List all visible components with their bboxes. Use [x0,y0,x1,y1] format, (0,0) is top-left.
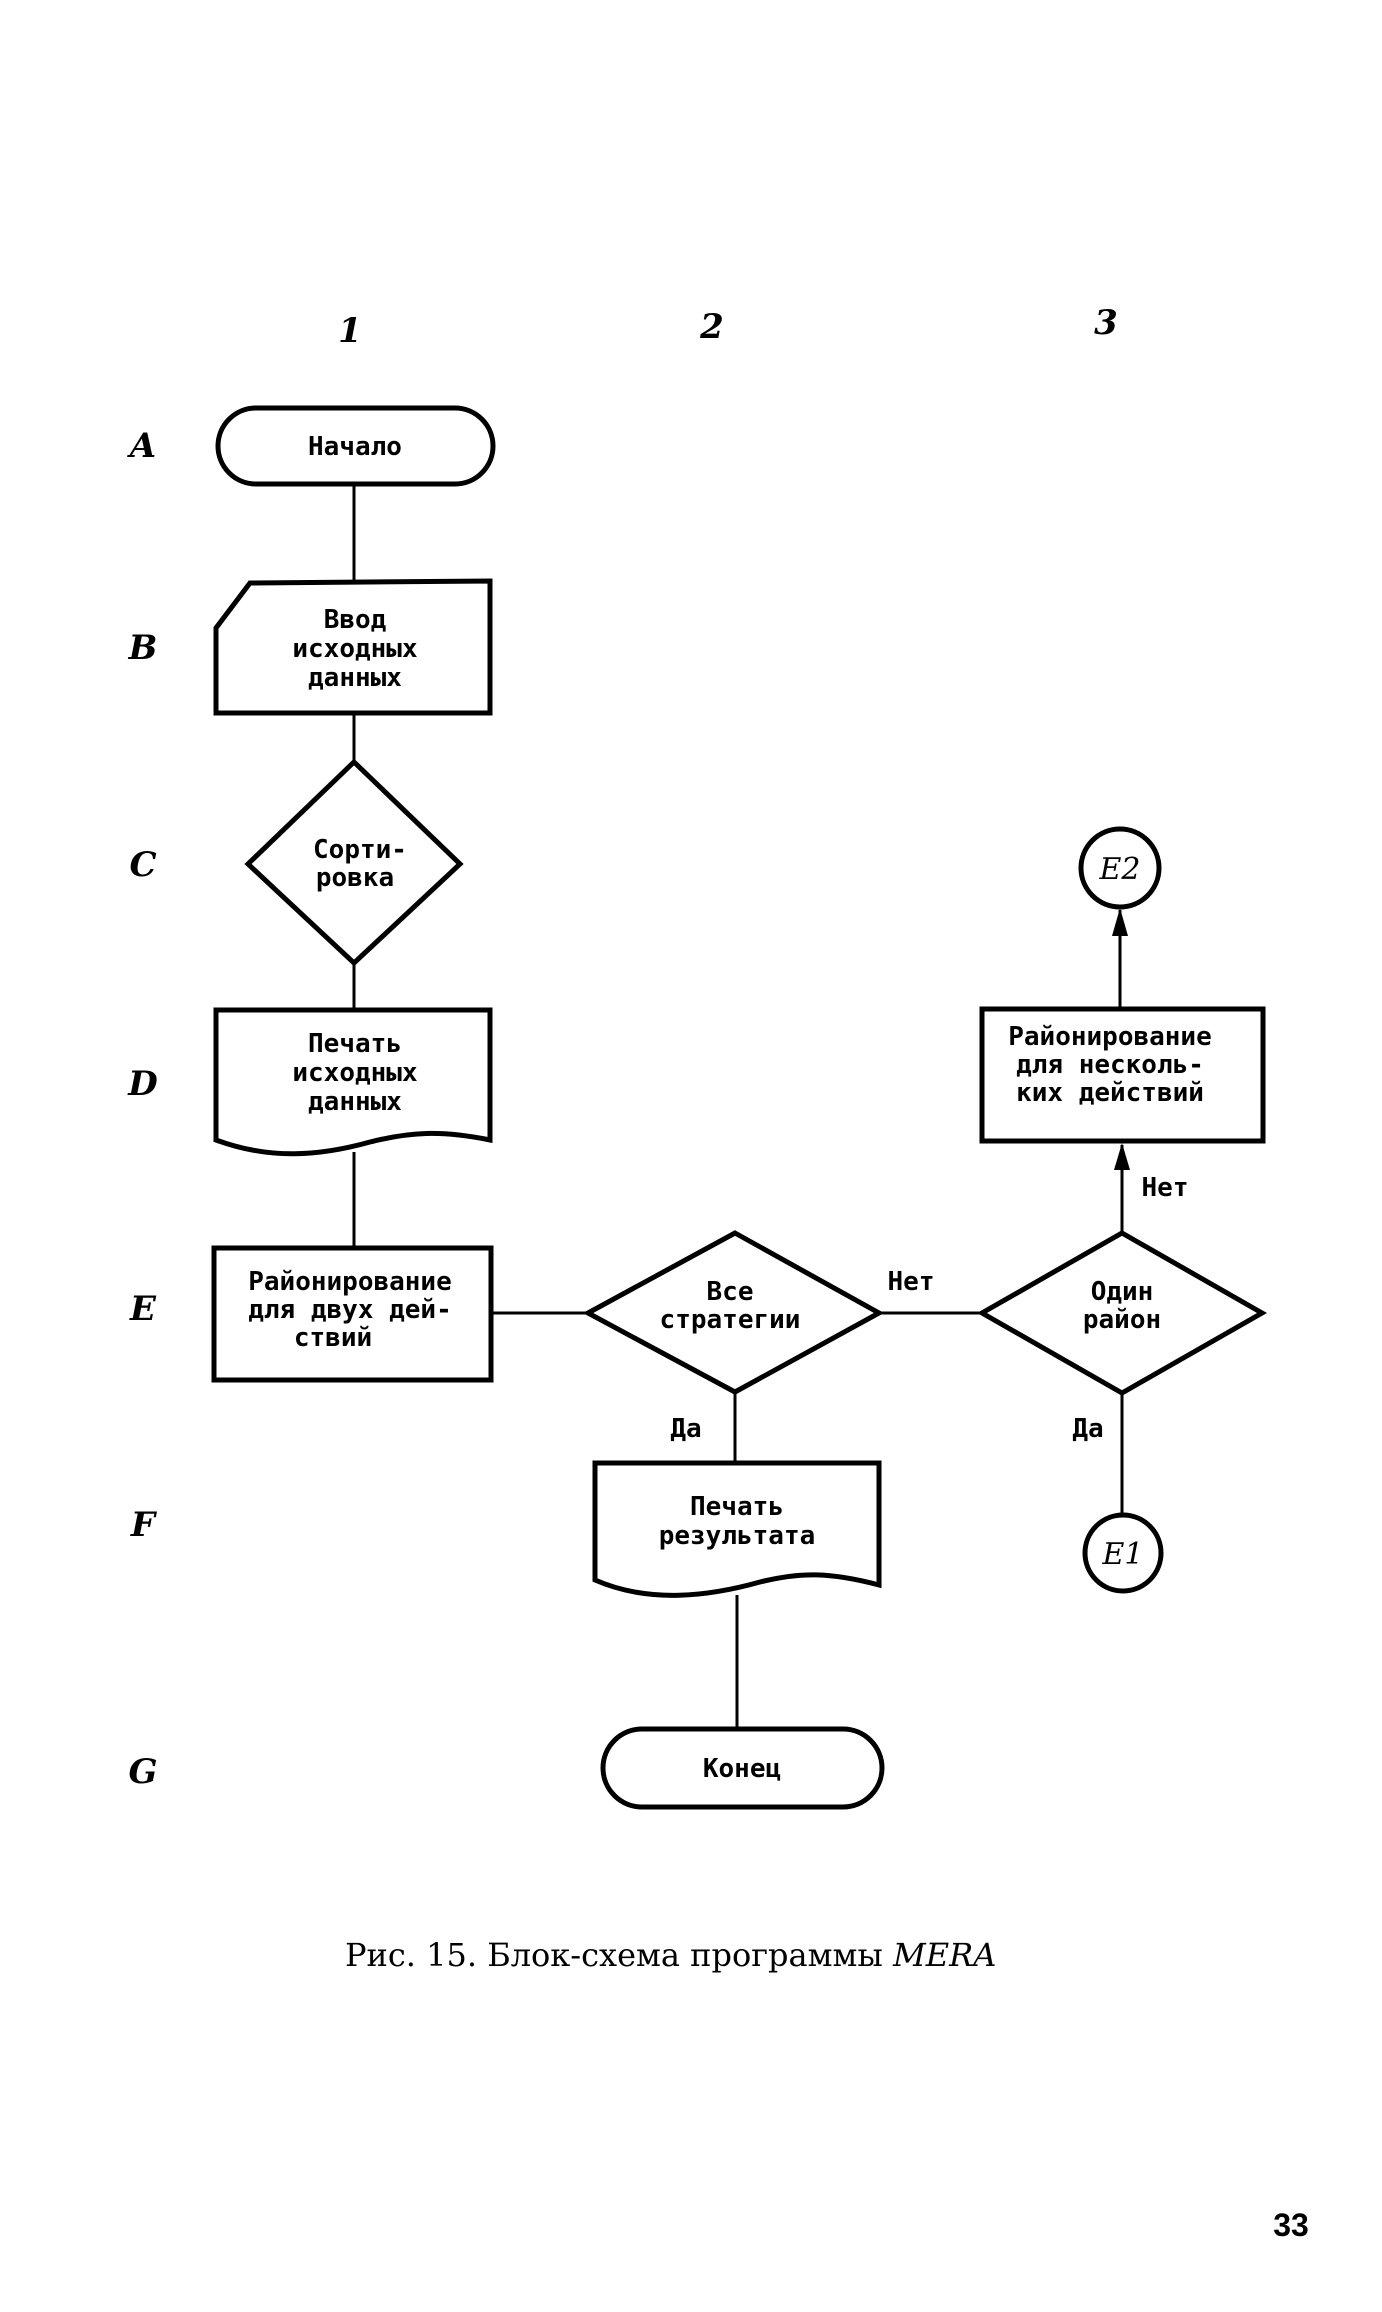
connector-e2 [1078,826,1162,910]
row-label-e: E [129,1289,157,1329]
label-yes-strategies: Да [670,1414,701,1444]
print-result-line-1: Печать [690,1492,784,1522]
end-label: Конец [703,1754,781,1784]
row-label-c: C [129,845,156,885]
zoning-many-actions-block [979,1006,1266,1144]
label-yes-region: Да [1072,1414,1103,1444]
zoning-many-line-2: для несколь- [1016,1050,1204,1080]
start-terminator [215,405,496,487]
print-input-line-3: данных [308,1087,402,1117]
caption-program: MERA [892,1936,996,1974]
print-result-document [592,1460,882,1598]
connector-e2-label: E2 [1099,852,1141,887]
label-no-strategies: Нет [888,1267,935,1297]
column-header-2: 2 [699,307,724,347]
zoning-two-line-2: для двух дей- [248,1295,452,1325]
one-region-line-1: Один [1091,1277,1154,1307]
row-label-f: F [130,1505,158,1545]
connector-e1 [1082,1512,1164,1594]
page-number: 33 [1273,2207,1309,2243]
row-label-b: B [128,628,158,668]
input-line-2: исходных [292,634,417,664]
print-result-line-2: результата [659,1521,816,1551]
input-data-block [213,578,493,716]
all-strategies-line-1: Все [707,1277,754,1307]
zoning-many-line-3: ких действий [1016,1078,1204,1108]
one-region-line-2: район [1083,1305,1161,1335]
zoning-two-actions-block [211,1245,494,1383]
sort-decision [244,758,464,967]
label-no-region: Нет [1142,1173,1189,1203]
row-label-d: D [127,1064,158,1104]
zoning-many-line-1: Районирование [1008,1022,1212,1052]
sort-line-1: Сорти- [313,835,407,865]
row-label-g: G [128,1752,157,1792]
column-header-1: 1 [338,311,362,351]
print-input-line-2: исходных [292,1058,417,1088]
figure-caption: Рис. 15. Блок-схема программы MERA [345,1936,996,1974]
sort-line-2: ровка [316,863,394,893]
arrow-up-icon [1114,1143,1130,1170]
one-region-decision [976,1230,1268,1396]
arrow-up-icon [1112,908,1128,936]
connector-e1-label: E1 [1102,1537,1144,1572]
end-terminator [600,1726,885,1810]
input-line-1: Ввод [324,605,387,635]
print-input-document [213,1007,493,1157]
all-strategies-decision [582,1230,885,1395]
row-label-a: A [127,426,156,466]
zoning-two-line-3: ствий [294,1323,372,1353]
zoning-two-line-1: Районирование [248,1267,452,1297]
caption-prefix: Рис. 15. Блок-схема программы [345,1936,893,1974]
column-header-3: 3 [1094,303,1118,343]
input-line-3: данных [308,663,402,693]
start-label: Начало [308,432,402,462]
print-input-line-1: Печать [308,1029,402,1059]
all-strategies-line-2: стратегии [660,1305,801,1335]
